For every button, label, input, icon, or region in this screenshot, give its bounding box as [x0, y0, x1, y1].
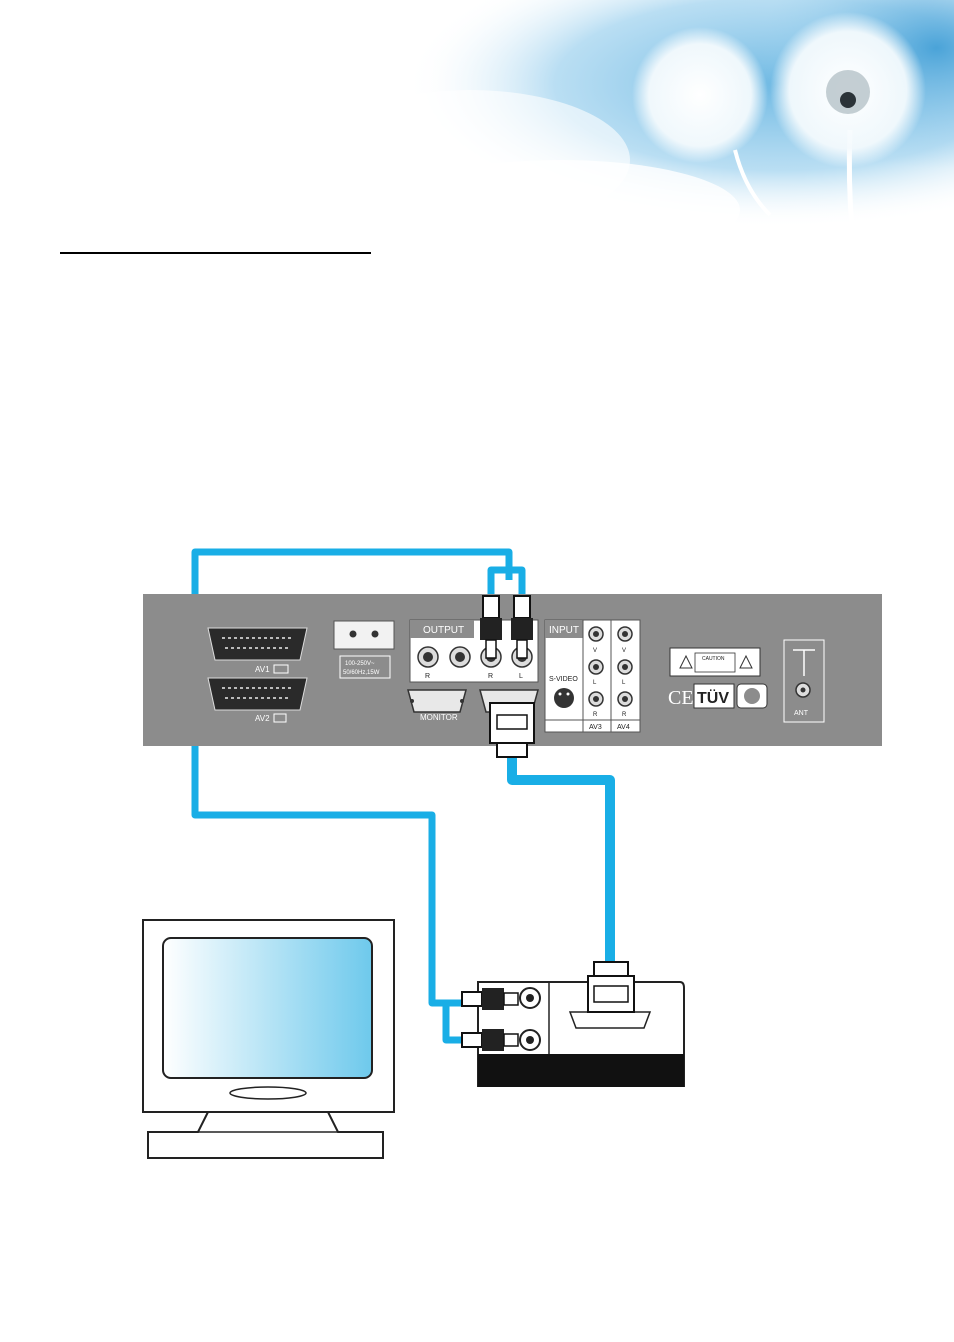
gs-mark-icon — [736, 683, 768, 709]
connection-diagram: AV1 AV2 100-250V~ 50/60Hz,15W OUTPUT — [142, 548, 882, 1159]
output-l-jack[interactable] — [449, 646, 471, 668]
adapter-rca-plug-l-icon — [461, 1029, 519, 1051]
monitor-stand — [147, 1111, 384, 1159]
scart-av2-connector[interactable] — [207, 677, 308, 711]
power-socket[interactable] — [333, 620, 395, 650]
antenna-port[interactable] — [795, 682, 811, 698]
monitor-vga-port[interactable] — [407, 689, 467, 713]
s-video-port[interactable] — [554, 688, 574, 708]
scart-av1-icon — [273, 664, 289, 674]
adapter-audio-r-jack[interactable] — [519, 987, 541, 1009]
monitor-label: MONITOR — [420, 713, 458, 722]
ce-mark: CE — [668, 687, 694, 709]
scart-av1-label: AV1 — [255, 665, 270, 674]
monitor-illustration — [142, 919, 395, 1159]
ant-label: ANT — [794, 710, 809, 717]
power-rating-line1: 100-250V~ — [345, 661, 375, 667]
input-l-label: L — [519, 673, 523, 680]
dandelion-left-icon — [632, 27, 772, 217]
header-banner — [300, 0, 954, 240]
av4-r-label: R — [622, 712, 627, 718]
audio-cable — [191, 548, 526, 1044]
input-r-label: R — [488, 673, 493, 680]
av4-l-label: L — [622, 680, 626, 686]
adapter-rca-plug-r-icon — [461, 988, 519, 1010]
output-r-jack[interactable] — [417, 646, 439, 668]
tuv-mark: TÜV — [697, 688, 729, 707]
section-title-underline — [60, 252, 371, 254]
warning-icon — [739, 654, 753, 669]
antenna-icon — [793, 649, 815, 676]
av3-r-label: R — [593, 712, 598, 718]
s-video-label: S-VIDEO — [549, 676, 578, 683]
monitor-power-button — [229, 1086, 307, 1100]
video-cable — [507, 750, 615, 965]
output-header: OUTPUT — [423, 625, 464, 636]
adapter-vga-port[interactable] — [568, 1011, 652, 1029]
av3-l-label: L — [593, 680, 597, 686]
av3-label: AV3 — [589, 724, 602, 731]
rear-panel: AV1 AV2 100-250V~ 50/60Hz,15W OUTPUT — [143, 594, 882, 758]
av3-v-label: V — [593, 648, 597, 654]
av3-audio-r-jack[interactable] — [588, 691, 604, 707]
av3-audio-l-jack[interactable] — [588, 659, 604, 675]
adapter-vga-plug-icon — [587, 961, 635, 1013]
av3-video-jack[interactable] — [588, 626, 604, 642]
av-input-header: INPUT — [549, 625, 579, 636]
monitor-screen — [162, 937, 373, 1079]
av4-audio-r-jack[interactable] — [617, 691, 633, 707]
caution-label: CAUTION — [702, 656, 725, 662]
vga-plug-icon — [489, 702, 535, 758]
av4-label: AV4 — [617, 724, 630, 731]
scart-av2-icon — [273, 713, 287, 723]
av4-audio-l-jack[interactable] — [617, 659, 633, 675]
scart-av2-label: AV2 — [255, 714, 270, 723]
caution-sticker — [669, 647, 761, 677]
adapter-audio-l-jack[interactable] — [519, 1029, 541, 1051]
rca-plug-r-icon — [480, 595, 502, 659]
power-rating-line2: 50/60Hz,15W — [343, 670, 380, 676]
scart-av1-connector[interactable] — [207, 627, 308, 661]
warning-icon — [679, 654, 693, 669]
output-r-label: R — [425, 673, 430, 680]
rca-plug-l-icon — [511, 595, 533, 659]
dandelion-right-icon — [770, 12, 926, 231]
av4-video-jack[interactable] — [617, 626, 633, 642]
av4-v-label: V — [622, 648, 626, 654]
